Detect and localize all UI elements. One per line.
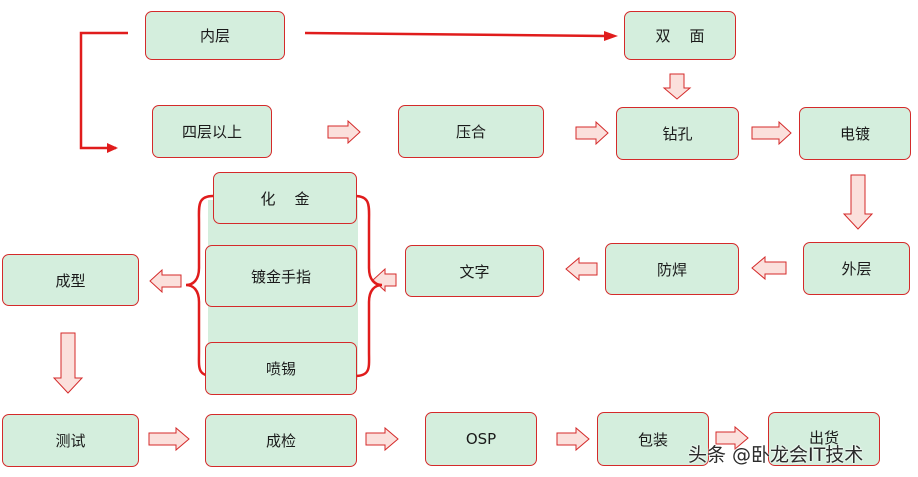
- arrow-lamination-to-drilling: [575, 120, 609, 146]
- step-final-inspection: 成检: [205, 414, 357, 467]
- arrow-drilling-to-plating: [751, 120, 792, 146]
- step-lamination: 压合: [398, 105, 544, 158]
- red-connector-inner-to-double: [304, 31, 607, 38]
- step-label: 电镀: [839, 125, 870, 143]
- step-label: 成型: [55, 271, 86, 290]
- step-label: 内层: [199, 27, 230, 45]
- step-double-sided: 双 面: [624, 11, 736, 60]
- arrow-packaging-to-shipping: [715, 425, 749, 451]
- arrow-plating-to-outer: [842, 174, 874, 230]
- step-testing: 测试: [2, 414, 139, 467]
- step-enig: 化 金: [213, 172, 357, 224]
- step-osp: OSP: [425, 412, 537, 466]
- step-four-layer-plus: 四层以上: [152, 105, 272, 158]
- arrow-soldermask-to-legend: [565, 256, 598, 282]
- step-label: 文字: [459, 262, 490, 281]
- step-label: 双 面: [655, 27, 705, 45]
- arrow-finishes-to-routing: [149, 268, 182, 294]
- step-shipping: 出货: [768, 412, 880, 466]
- step-label: 钻孔: [662, 125, 693, 143]
- arrow-osp-to-packaging: [556, 426, 590, 452]
- step-label: 成检: [265, 432, 296, 450]
- arrow-fourlayer-to-lamination: [327, 119, 361, 145]
- step-packaging: 包装: [597, 412, 709, 466]
- step-plating: 电镀: [799, 107, 911, 160]
- step-label: 喷锡: [265, 360, 296, 378]
- step-label: OSP: [465, 430, 497, 448]
- step-gold-finger: 镀金手指: [205, 245, 357, 307]
- arrow-double-to-drilling: [662, 73, 692, 100]
- step-label: 化 金: [260, 189, 310, 208]
- left-brace: [185, 194, 214, 378]
- red-branch-connector: [79, 31, 128, 150]
- step-label: 防焊: [656, 260, 687, 279]
- red-branch-arrowhead: [107, 143, 118, 153]
- step-label: 镀金手指: [250, 267, 311, 286]
- step-label: 四层以上: [181, 123, 242, 141]
- arrow-routing-to-testing: [52, 332, 84, 394]
- watermark: 头条 @卧龙会IT技术: [688, 444, 864, 466]
- step-legend-print: 文字: [405, 245, 544, 297]
- step-label: 外层: [841, 260, 872, 278]
- step-solder-mask: 防焊: [605, 243, 739, 295]
- step-label: 测试: [55, 432, 86, 450]
- step-routing: 成型: [2, 254, 139, 306]
- step-label: 包装: [637, 430, 668, 449]
- step-outer-layer: 外层: [803, 242, 910, 295]
- step-drilling: 钻孔: [616, 107, 739, 160]
- arrow-testing-to-inspection: [148, 426, 190, 452]
- right-brace: [354, 194, 383, 378]
- step-label: 出货: [808, 429, 839, 447]
- step-label: 压合: [455, 123, 486, 141]
- arrow-inspection-to-osp: [365, 426, 399, 452]
- red-arrowhead-double: [604, 31, 618, 41]
- step-inner-layer: 内层: [145, 11, 285, 60]
- arrow-legend-to-finishes: [372, 267, 397, 293]
- step-hasl: 喷锡: [205, 342, 357, 395]
- arrow-outer-to-soldermask: [751, 255, 787, 281]
